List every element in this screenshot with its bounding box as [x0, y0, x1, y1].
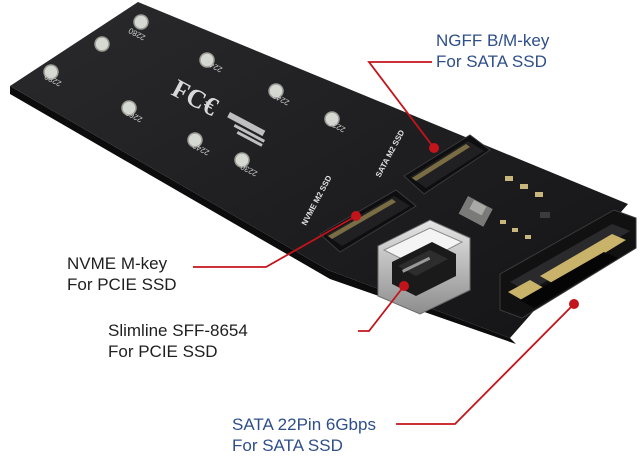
mounting-holes	[43, 14, 340, 168]
brand-block	[227, 112, 266, 147]
m2-socket-nvme	[319, 189, 417, 253]
dot-sata	[569, 299, 579, 309]
pcb-board	[10, 2, 628, 338]
dot-nvme	[351, 211, 361, 221]
callout-ngff: NGFF B/M-key For SATA SSD	[436, 30, 549, 72]
leader-slimline	[358, 285, 405, 332]
m2-socket-ngff	[403, 134, 491, 195]
leader-nvme	[193, 215, 357, 268]
callout-dots	[351, 143, 579, 309]
callout-slimline: Slimline SFF-8654 For PCIE SSD	[108, 320, 248, 362]
callout-nvme-line2: For PCIE SSD	[67, 275, 177, 294]
callout-leaders	[193, 61, 575, 425]
callout-slimline-line2: For PCIE SSD	[108, 342, 218, 361]
dot-ngff	[429, 143, 439, 153]
leader-sata	[396, 303, 575, 425]
leader-ngff	[367, 61, 435, 149]
dot-slimline	[399, 281, 409, 291]
slimline-connector	[377, 219, 471, 315]
callout-sata-line2: For SATA SSD	[232, 436, 343, 455]
callout-nvme: NVME M-key For PCIE SSD	[67, 253, 177, 295]
callout-slimline-line1: Slimline SFF-8654	[108, 321, 248, 340]
callout-sata-line1: SATA 22Pin 6Gbps	[232, 415, 376, 434]
callout-nvme-line1: NVME M-key	[67, 254, 168, 273]
callout-sata: SATA 22Pin 6Gbps For SATA SSD	[232, 414, 376, 456]
callout-ngff-line2: For SATA SSD	[436, 52, 547, 71]
sata-connector	[499, 209, 637, 319]
callout-ngff-line1: NGFF B/M-key	[436, 31, 550, 50]
